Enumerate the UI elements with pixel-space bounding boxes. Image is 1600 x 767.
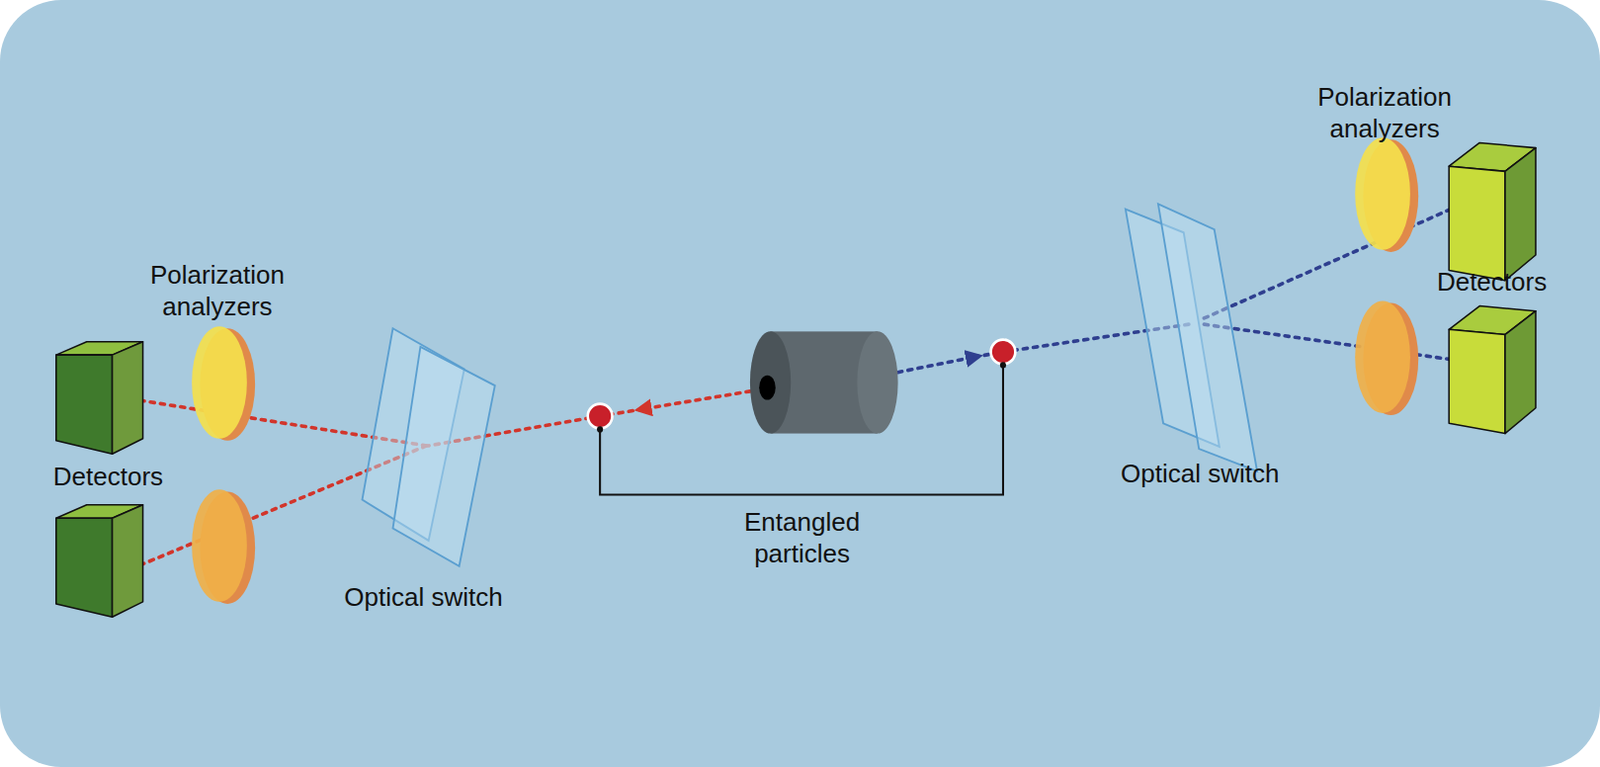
entangled-particle: [588, 339, 1016, 433]
part-label: Optical switch: [314, 582, 532, 614]
part-label: Detectors: [33, 461, 182, 494]
part-label: Detectors: [1418, 266, 1567, 299]
part-label: Entangled particles: [718, 506, 887, 570]
part-label: Polarization analyzers: [128, 259, 307, 323]
detector: [56, 142, 1536, 617]
particle-source: [750, 331, 899, 433]
part-label: Polarization analyzers: [1295, 82, 1474, 145]
part-label: Optical switch: [1091, 458, 1309, 491]
optical-switch: [362, 328, 496, 566]
polarization-analyzer: [191, 137, 1419, 604]
optical-switch: [1125, 203, 1258, 471]
